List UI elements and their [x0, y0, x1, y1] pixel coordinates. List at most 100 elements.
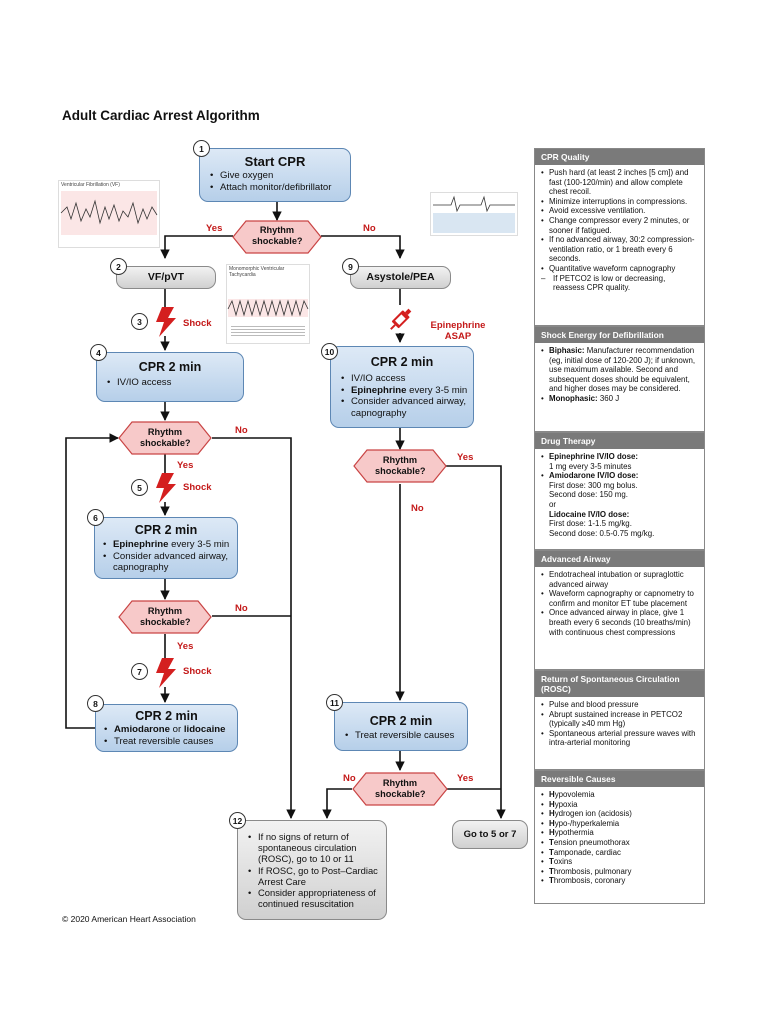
initial-letter: H: [549, 790, 555, 799]
panel-item: Monophasic: 360 J: [541, 394, 699, 404]
initial-letter: T: [549, 837, 554, 847]
panel-body: Pulse and blood pressure Abrupt sustaine…: [535, 697, 704, 751]
panel-item: Change compressor every 2 minutes, or so…: [541, 216, 699, 235]
drug-or: or: [169, 724, 184, 735]
step-4-cpr: CPR 2 min IV/IO access: [96, 352, 244, 402]
step-10-item-text: Consider advanced airway, capnography: [351, 396, 467, 419]
step-number-1: 1: [193, 140, 210, 157]
drug-name: Epinephrine: [113, 539, 169, 550]
panel-drug-therapy: Drug Therapy Epinephrine IV/IO dose:1 mg…: [534, 432, 705, 550]
vf-waveform: [60, 191, 158, 235]
vt-strip-caption-lines: [231, 324, 305, 336]
panel-body: Biphasic: Manufacturer recommendation (e…: [535, 343, 704, 407]
item-label: Monophasic:: [549, 393, 598, 403]
step-number-8: 8: [87, 695, 104, 712]
item-label: Biphasic:: [549, 346, 585, 355]
decision-4-yes: Yes: [457, 452, 474, 463]
initial-letter: T: [549, 847, 554, 857]
step-11-item: Treat reversible causes: [345, 730, 454, 742]
panel-item: Quantitative waveform capnography: [541, 264, 699, 274]
item-text: ypovolemia: [554, 790, 595, 799]
step-number-4: 4: [90, 344, 107, 361]
step-2-vf-pvt: VF/pVT: [116, 266, 216, 289]
step-12-rosc-decision: If no signs of return of spontaneous cir…: [237, 820, 387, 920]
decision-4-diamond: [353, 449, 447, 483]
epinephrine-asap-label: Epinephrine ASAP: [430, 320, 486, 342]
decision-3-no: No: [235, 603, 248, 614]
step-4-item: IV/IO access: [107, 377, 171, 389]
panel-item: Pulse and blood pressure: [541, 700, 699, 710]
step-6-list: Epinephrine every 3-5 min Consider advan…: [103, 539, 235, 574]
step-number-7: 7: [131, 663, 148, 680]
shock-bolt-icon: [156, 658, 176, 688]
panel-reversible-causes: Reversible Causes Hypovolemia Hypoxia Hy…: [534, 770, 705, 904]
item-text: Second dose: 0.5-0.75 mg/kg.: [549, 528, 655, 538]
item-text: First dose: 300 mg bolus.: [549, 480, 638, 490]
panel-heading: Advanced Airway: [535, 551, 704, 567]
asystole-rhythm-strip: [430, 192, 518, 236]
step-12-item: Consider appropriateness of continued re…: [248, 887, 382, 909]
initial-letter: T: [549, 866, 554, 876]
item-text: ypoxia: [554, 799, 578, 809]
step-8-item-antiarrhythmic: Amiodarone or lidocaine: [104, 724, 225, 736]
step-10-item-epinephrine: Epinephrine every 3-5 min: [341, 385, 471, 397]
panel-item: Abrupt sustained increase in PETCO2 (typ…: [541, 710, 699, 729]
vt-rhythm-strip: Monomorphic Ventricular Tachycardia: [226, 264, 310, 344]
panel-item: Thrombosis, coronary: [541, 876, 699, 886]
step-10-item-text: IV/IO access: [351, 373, 406, 384]
decision-4-no: No: [411, 503, 424, 514]
initial-letter: T: [549, 857, 554, 867]
decision-5-no: No: [343, 773, 356, 784]
step-1-start-cpr: Start CPR Give oxygen Attach monitor/def…: [199, 148, 351, 202]
item-text: 1 mg every 3-5 minutes: [549, 461, 632, 471]
step-12-list: If no signs of return of spontaneous cir…: [248, 831, 382, 909]
panel-item: Hypothermia: [541, 828, 699, 838]
step-10-list: IV/IO access Epinephrine every 3-5 min C…: [341, 373, 471, 419]
panel-rosc: Return of Spontaneous Circulation (ROSC)…: [534, 670, 705, 770]
vf-rhythm-strip: Ventricular Fibrillation (VF): [58, 180, 160, 248]
panel-item: Spontaneous arterial pressure waves with…: [541, 729, 699, 748]
step-number-11: 11: [326, 694, 343, 711]
panel-item: Avoid excessive ventilation.: [541, 206, 699, 216]
step-5-shock-label: Shock: [183, 482, 212, 493]
step-6-title: CPR 2 min: [134, 523, 198, 537]
item-text: ydrogen ion (acidosis): [554, 809, 632, 819]
arrow-no-to-asystole: [321, 235, 405, 259]
panel-item: Hypoxia: [541, 800, 699, 810]
panel-heading: CPR Quality: [535, 149, 704, 165]
step-8-list: Amiodarone or lidocaine Treat reversible…: [104, 724, 225, 747]
arrow-8-loop-back: [65, 433, 119, 729]
step-2-title: VF/pVT: [147, 271, 185, 283]
initial-letter: H: [549, 818, 555, 828]
panel-item: Epinephrine IV/IO dose:1 mg every 3-5 mi…: [541, 452, 699, 471]
item-text: hrombosis, pulmonary: [553, 866, 632, 876]
step-number-6: 6: [87, 509, 104, 526]
step-1-item: Attach monitor/defibrillator: [210, 182, 331, 194]
panel-item: Minimize interruptions in compressions.: [541, 197, 699, 207]
item-label: Lidocaine IV/IO dose:: [549, 509, 630, 519]
step-10-item-airway: Consider advanced airway, capnography: [341, 396, 471, 419]
step-8-item-text: Treat reversible causes: [114, 735, 214, 747]
drug-dose: every 3-5 min: [406, 384, 468, 396]
decision-1-yes: Yes: [206, 223, 223, 234]
item-text: ypo-/hyperkalemia: [554, 818, 620, 828]
arrow-yes-to-vf: [160, 235, 233, 259]
step-number-3: 3: [131, 313, 148, 330]
decision-1-diamond: [232, 220, 322, 254]
decision-5-yes: Yes: [457, 773, 474, 784]
panel-item: Tension pneumothorax: [541, 838, 699, 848]
step-4-list: IV/IO access: [107, 377, 171, 389]
step-4-title: CPR 2 min: [138, 360, 202, 374]
step-number-12: 12: [229, 812, 246, 829]
step-9-title: Asystole/PEA: [366, 271, 435, 283]
step-10-item-access: IV/IO access: [341, 373, 471, 385]
arrow-final-no: [322, 788, 352, 819]
step-6-item-airway: Consider advanced airway, capnography: [103, 551, 235, 574]
shock-bolt-icon: [156, 307, 176, 337]
vt-waveform: [227, 299, 309, 317]
step-number-10: 10: [321, 343, 338, 360]
decision-1-no: No: [363, 223, 376, 234]
decision-5-diamond: [352, 772, 448, 806]
step-6-item-epinephrine: Epinephrine every 3-5 min: [103, 539, 235, 551]
item-label: Epinephrine IV/IO dose:: [549, 452, 639, 461]
